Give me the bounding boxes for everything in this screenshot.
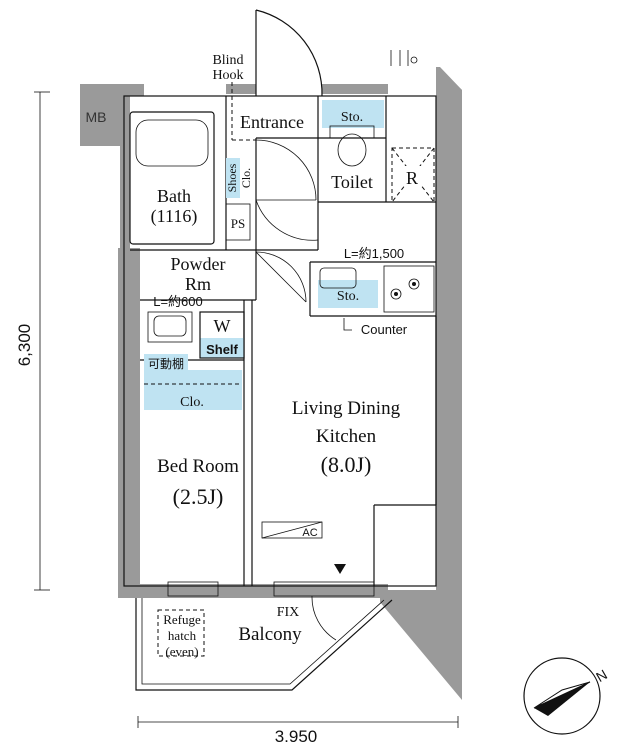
washer-label: W <box>214 316 231 336</box>
height-dimension-label: 6,300 <box>15 324 34 367</box>
kitchen-storage <box>318 280 378 308</box>
kitchen-storage-label: Sto. <box>337 289 359 304</box>
width-dimension-label: 3,950 <box>275 727 318 742</box>
balcony-outline <box>135 595 393 691</box>
ldk-size-label: (8.0J) <box>321 452 372 477</box>
blind-hook-label-1: Blind <box>212 53 243 68</box>
blind-hook-label-2: Hook <box>212 68 243 83</box>
door-swing-icon <box>255 9 323 97</box>
bath-size-label: (1116) <box>151 206 198 227</box>
air-conditioner <box>261 521 323 539</box>
north-label: N <box>593 666 610 685</box>
balcony-posts <box>390 50 418 66</box>
powder-counter-length: L=約600 <box>153 294 203 309</box>
toilet-storage-label: Sto. <box>341 110 363 125</box>
ps-label: PS <box>231 216 245 231</box>
bedroom-label: Bed Room <box>157 456 239 477</box>
powder-room-label-1: Powder <box>171 254 226 274</box>
closet-label: Clo. <box>180 395 204 410</box>
toilet-label: Toilet <box>331 172 373 192</box>
sink-icon <box>319 267 357 289</box>
exterior-walls <box>80 67 462 700</box>
refrigerator-label: R <box>406 168 418 188</box>
powder-shelf <box>200 338 244 358</box>
kitchen-counter-length: L=約1,500 <box>344 246 404 261</box>
windows <box>167 581 375 597</box>
movable-shelf-label: 可動棚 <box>148 356 184 371</box>
balcony-label: Balcony <box>238 624 302 645</box>
toilet-icon <box>329 125 375 167</box>
dimension-width: 3,950 <box>137 716 459 742</box>
refuge-hatch-label-2: hatch <box>168 628 197 643</box>
fix-label: FIX <box>277 605 300 620</box>
powder-room-label-2: Rm <box>185 274 211 294</box>
door-swing-icon <box>255 251 307 303</box>
refuge-hatch-label-3: (even) <box>165 644 198 659</box>
bedroom-size-label: (2.5J) <box>173 484 224 509</box>
interior-walls <box>123 95 437 587</box>
door-swing-icon <box>255 199 319 241</box>
toilet-storage <box>322 100 384 128</box>
shelf-label: Shelf <box>206 342 238 357</box>
ac-label: AC <box>302 527 317 539</box>
ldk-label-1: Living Dining <box>292 398 401 419</box>
shoes-closet-label-1: Shoes <box>225 163 239 192</box>
shoes-closet-label-2: Clo. <box>239 168 253 188</box>
stove-burner-icon <box>383 265 435 313</box>
dimension-height: 6,300 <box>15 91 50 591</box>
mb-label: MB <box>86 109 107 125</box>
bathtub-icon <box>129 111 215 245</box>
refrigerator-space <box>391 147 435 203</box>
entry-marker-icon <box>334 564 346 574</box>
north-arrow-icon <box>523 657 601 735</box>
shoes-closet <box>226 158 240 198</box>
refuge-hatch-label-1: Refuge <box>163 612 201 627</box>
bath-label: Bath <box>157 186 191 206</box>
entrance-label: Entrance <box>240 112 304 132</box>
ldk-label-2: Kitchen <box>316 426 377 447</box>
bedroom-closet <box>144 370 242 410</box>
movable-shelf <box>144 354 188 372</box>
counter-label: Counter <box>361 322 408 337</box>
sink-icon <box>147 311 193 343</box>
door-swing-icon <box>255 139 317 201</box>
